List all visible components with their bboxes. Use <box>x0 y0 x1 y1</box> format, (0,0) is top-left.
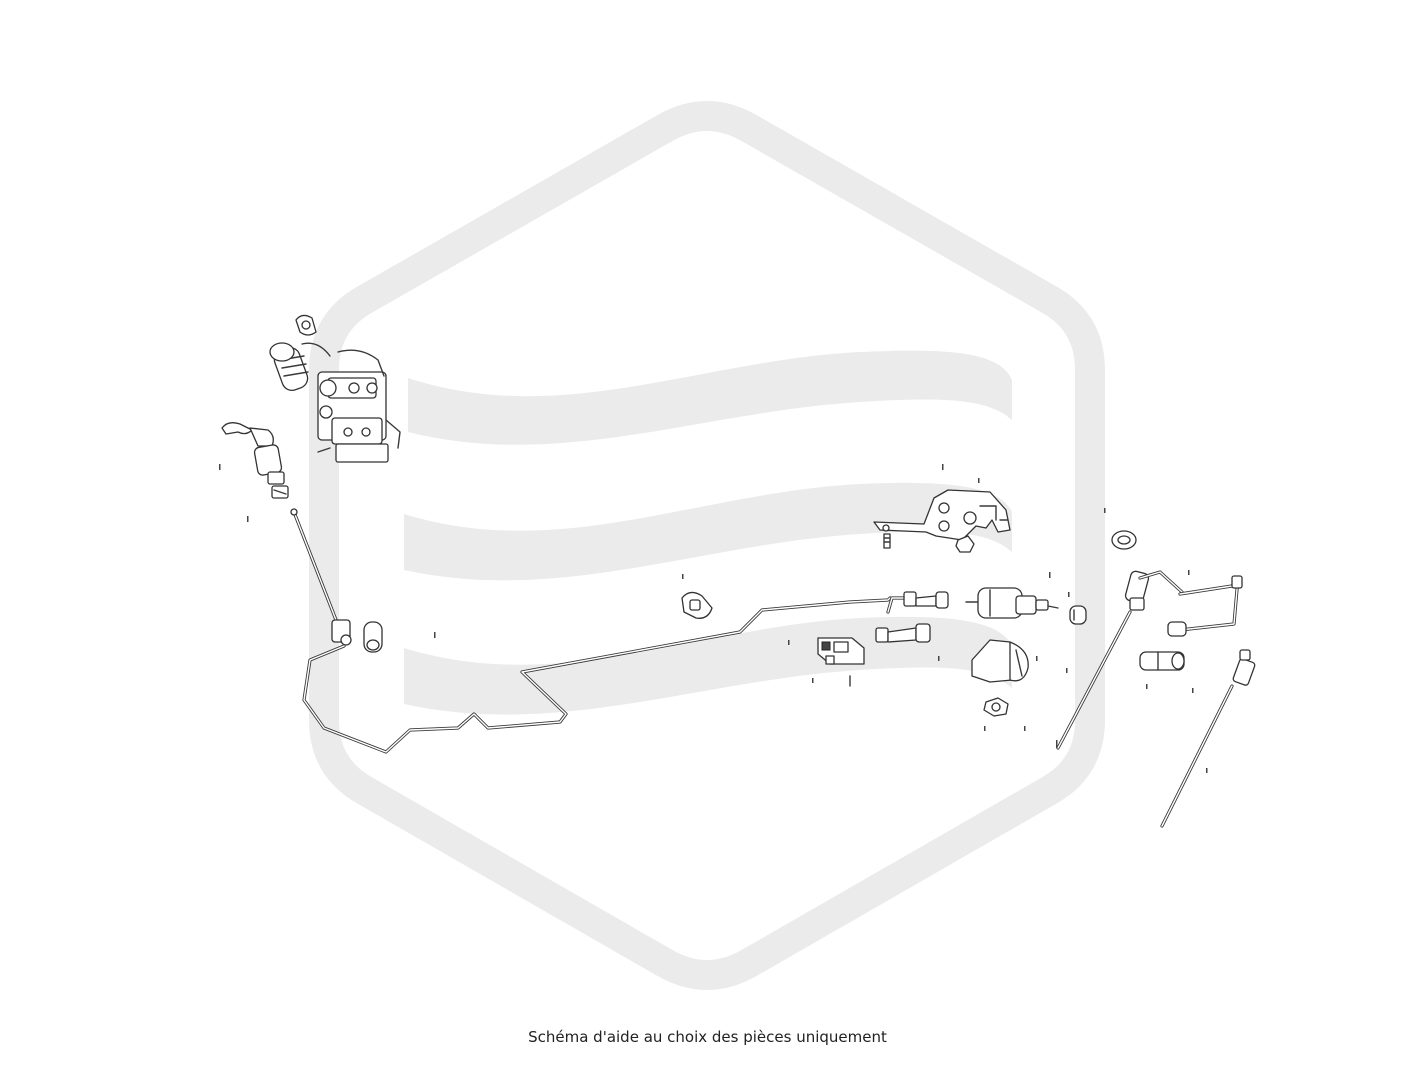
end-cap <box>1069 605 1087 625</box>
pedal-bracket <box>873 489 1011 541</box>
watermark-logo-icon <box>309 101 1105 990</box>
reference-ticks <box>219 464 1208 773</box>
bushing-left <box>363 621 383 653</box>
valve-block-assembly <box>317 349 401 463</box>
pivot-bushing <box>1139 651 1185 671</box>
release-lever <box>1167 575 1243 637</box>
hydraulic-pipe <box>302 596 892 754</box>
union-fitting-left <box>331 619 352 646</box>
bracket-nut <box>955 535 975 553</box>
pipe-clip-center <box>681 591 713 619</box>
bracket-bolt <box>883 533 891 549</box>
mounting-clamp <box>971 639 1029 683</box>
push-rod-right <box>1056 610 1132 750</box>
bleed-lever <box>221 422 274 447</box>
switch-sensor <box>1160 649 1256 828</box>
washer-nut <box>983 697 1009 717</box>
clutch-master-cylinder <box>965 587 1059 619</box>
flexible-hose-upper <box>886 591 949 614</box>
diagram-caption: Schéma d'aide au choix des pièces unique… <box>528 1028 887 1046</box>
parts-diagram <box>219 101 1256 990</box>
banjo-fitting-top <box>295 314 317 336</box>
hose-clamp-ring <box>1111 530 1137 550</box>
slave-cylinder-left <box>253 444 289 499</box>
sensor-connector <box>817 637 865 687</box>
push-rod-left <box>290 508 338 622</box>
reservoir-canister <box>269 342 331 392</box>
diagram-canvas <box>219 101 1256 990</box>
flexible-hose-lower <box>875 623 931 643</box>
slave-cylinder-right <box>1124 570 1184 611</box>
